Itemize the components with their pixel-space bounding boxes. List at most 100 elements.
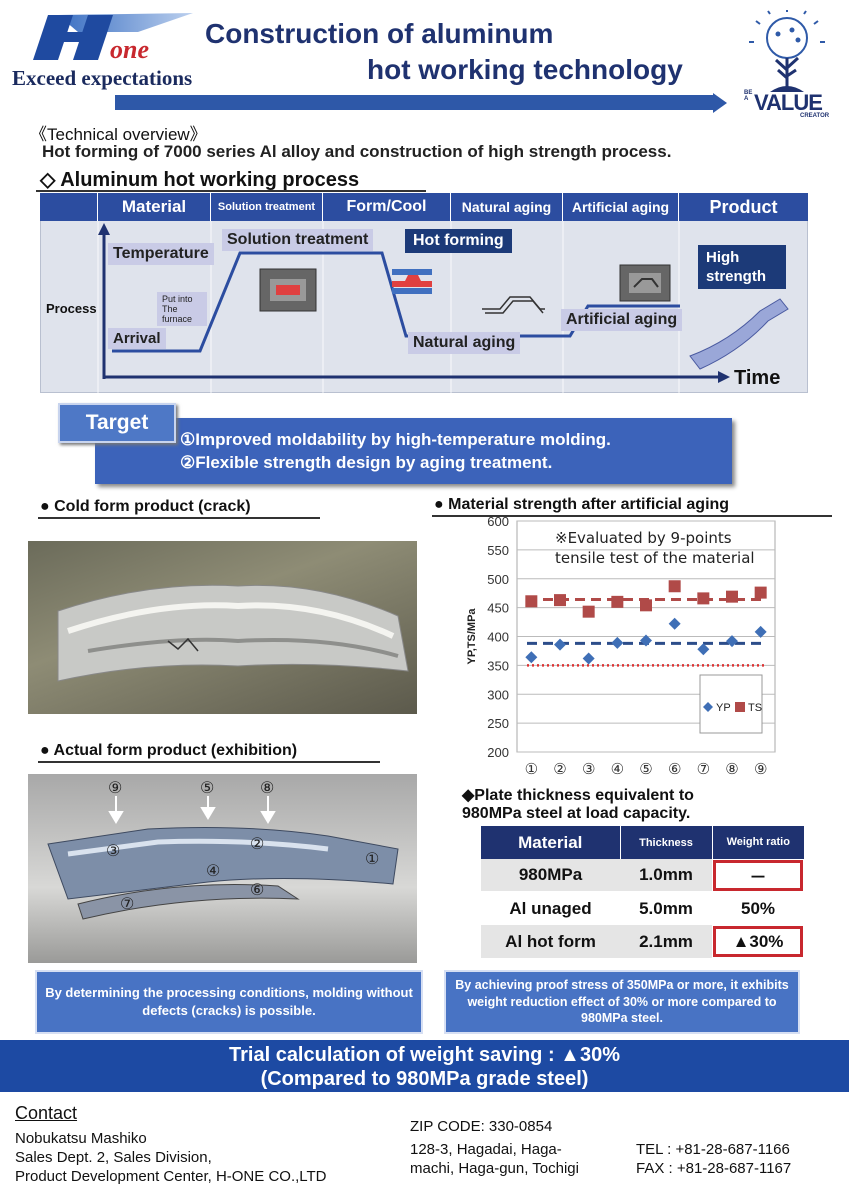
label-arrival: Arrival <box>108 328 166 349</box>
title-bar <box>115 95 715 110</box>
contact-center: Product Development Center, H-ONE CO.,LT… <box>15 1168 327 1185</box>
data-point-ts <box>668 580 681 593</box>
contact-dept: Sales Dept. 2, Sales Division, <box>15 1149 212 1166</box>
chart-heading-underline <box>432 515 832 517</box>
stage-natural-aging: Natural aging <box>451 193 563 221</box>
cold-form-photo <box>28 541 417 714</box>
y-tick-label: 400 <box>487 630 509 645</box>
th-material: Material <box>481 826 621 859</box>
target-item-1: ①Improved moldability by high-temperatur… <box>180 430 611 449</box>
cell-material: Al hot form <box>481 925 620 958</box>
legend-label-ts: TS <box>748 702 762 714</box>
data-point-yp <box>668 617 681 630</box>
y-tick-label: 350 <box>487 658 509 673</box>
contact-addr2: machi, Haga-gun, Tochigi <box>410 1160 579 1177</box>
actual-form-photo: ⑨ ⑤ ⑧ ③ ② ① ④ ⑥ ⑦ <box>28 774 417 963</box>
marker-8: ⑧ <box>260 780 275 797</box>
bullet-icon: ● <box>40 742 54 759</box>
data-point-ts <box>726 590 738 603</box>
note-left: By determining the processing conditions… <box>35 970 423 1034</box>
actual-form-heading: ● Actual form product (exhibition) <box>40 742 298 759</box>
page-title-line1: Construction of aluminum <box>205 18 554 49</box>
target-item-2: ②Flexible strength design by aging treat… <box>180 453 553 472</box>
target-label: Target <box>58 403 176 443</box>
x-tick-label: ① <box>525 760 538 778</box>
th-thickness: Thickness <box>620 826 713 859</box>
stage-artificial-aging: Artificial aging <box>563 193 679 221</box>
plate-heading-line2: 980MPa steel at load capacity. <box>462 805 691 823</box>
data-point-ts <box>554 594 566 607</box>
actual-form-underline <box>38 761 380 763</box>
process-heading: ◇ Aluminum hot working process <box>40 169 360 191</box>
bullet-icon: ● <box>40 498 55 515</box>
value-creator-logo: BE A VALUE CREATOR <box>740 8 835 122</box>
banner-line1: Trial calculation of weight saving : ▲30… <box>229 1044 620 1066</box>
data-point-ts <box>697 592 710 605</box>
value-logo-main: VALUE <box>754 90 823 115</box>
y-tick-label: 200 <box>487 745 509 760</box>
data-point-yp <box>554 638 566 651</box>
weight-table: Material Thickness Weight ratio 980MPa 1… <box>481 826 804 958</box>
x-tick-label: ③ <box>582 760 595 778</box>
table-row: 980MPa 1.0mm － <box>481 859 804 893</box>
value-logo-sub: CREATOR <box>800 113 830 119</box>
cell-weight: － <box>712 859 804 892</box>
summary-banner: Trial calculation of weight saving : ▲30… <box>0 1040 849 1092</box>
marker-4: ④ <box>206 863 221 880</box>
table-row: Al hot form 2.1mm ▲30% <box>481 925 804 958</box>
th-weight-ratio: Weight ratio <box>712 826 804 859</box>
label-natural-aging: Natural aging <box>408 332 521 354</box>
y-tick-label: 600 <box>487 515 509 529</box>
stage-product: Product <box>709 196 778 217</box>
x-tick-label: ⑨ <box>754 760 767 778</box>
plate-heading-line1: ◆Plate thickness equivalent to <box>462 787 694 804</box>
svg-text:one: one <box>110 35 149 64</box>
data-point-ts <box>611 595 624 608</box>
label-solution-treatment: Solution treatment <box>222 229 374 251</box>
x-tick-label: ⑥ <box>668 760 681 778</box>
marker-9: ⑨ <box>108 780 123 797</box>
x-tick-label: ② <box>553 760 566 778</box>
chart-heading: ● Material strength after artificial agi… <box>434 496 730 513</box>
legend-marker-yp <box>703 702 713 712</box>
cell-material: Al unaged <box>481 892 620 925</box>
y-tick-label: 550 <box>487 543 509 558</box>
stage-material: Material <box>98 193 211 221</box>
stage-form-cool: Form/Cool <box>323 193 451 221</box>
chart-annotation-line1: ※Evaluated by 9-points <box>555 529 732 547</box>
plate-heading: ◆Plate thickness equivalent to 980MPa st… <box>462 787 694 824</box>
x-tick-label: ⑦ <box>697 760 710 778</box>
data-point-yp <box>726 635 738 648</box>
cell-material: 980MPa <box>481 859 620 893</box>
table-header-row: Material Thickness Weight ratio <box>481 826 804 859</box>
marker-3: ③ <box>106 843 121 860</box>
press-icon <box>392 269 432 294</box>
y-tick-label: 300 <box>487 687 509 702</box>
data-point-ts <box>754 586 767 599</box>
tree-icon <box>749 8 825 92</box>
data-point-yp <box>611 636 624 649</box>
title-arrow-icon <box>713 93 727 113</box>
furnace-icon-2 <box>619 264 671 302</box>
marker-2: ② <box>250 836 265 853</box>
cell-thickness: 1.0mm <box>620 859 712 893</box>
y-tick-label: 500 <box>487 572 509 587</box>
cell-thickness: 5.0mm <box>620 892 712 925</box>
cracked-part-image <box>57 584 409 682</box>
stage-solution: Solution treatment <box>211 193 323 221</box>
marker-6: ⑥ <box>250 882 265 899</box>
formed-part-image <box>47 796 399 920</box>
process-stage-header: Material Solution treatment Form/Cool Na… <box>40 193 808 221</box>
contact-tel: TEL : +81-28-687-1166 <box>636 1141 790 1158</box>
legend-box <box>699 674 763 734</box>
cold-form-underline <box>38 517 320 519</box>
part-icon <box>482 296 545 314</box>
value-logo-top: BE A <box>744 90 753 102</box>
contact-fax: FAX : +81-28-687-1167 <box>636 1160 792 1177</box>
label-process: Process <box>46 301 97 316</box>
label-put-into-furnace: Put into The furnace <box>157 292 207 326</box>
data-point-yp <box>640 634 652 647</box>
overview-heading: 《Technical overview》 <box>30 125 207 144</box>
note-right: By achieving proof stress of 350MPa or m… <box>444 970 800 1034</box>
